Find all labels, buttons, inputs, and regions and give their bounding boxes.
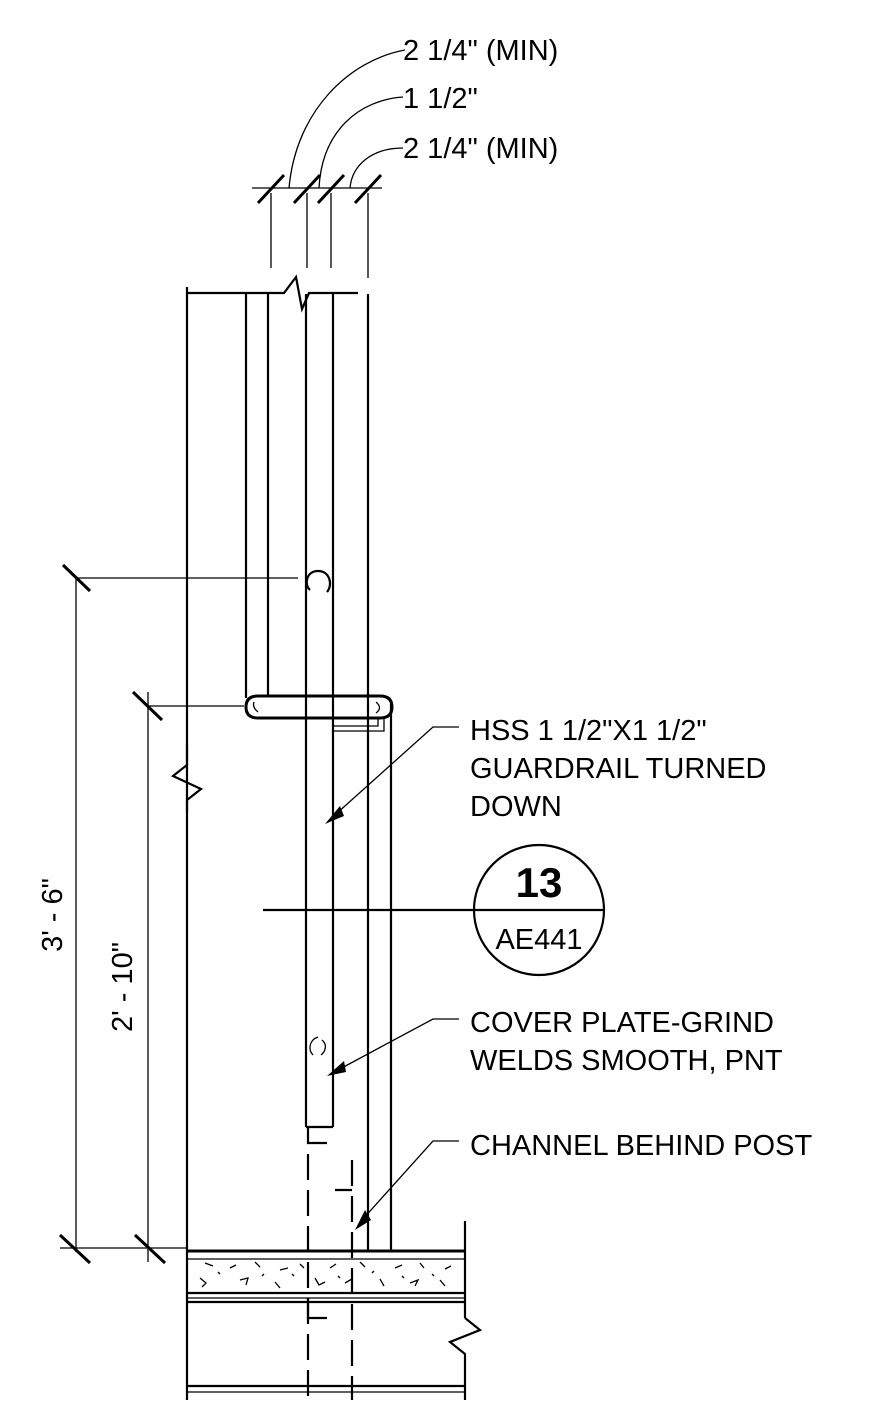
leader-channel [355,1140,459,1230]
floor-slab [187,1221,483,1400]
dimension-vertical-inner-label: 2' - 10" [107,942,139,1032]
note-guardrail-line-1: HSS 1 1/2"X1 1/2" [470,715,707,747]
vertical-dimension-outer [58,563,298,1265]
vertical-dimension-inner [131,690,244,1265]
dimension-top-right-label: 2 1/4" (MIN) [403,133,558,165]
leader-cover-plate [327,1018,459,1076]
section-marker [472,843,606,977]
post-members [244,294,393,1251]
note-guardrail-line-3: DOWN [470,791,562,823]
dimension-top-left-label: 2 1/4" (MIN) [403,35,558,67]
wall-outline [170,274,358,1400]
note-channel-line-1: CHANNEL BEHIND POST [470,1130,812,1162]
note-cover-plate-line-2: WELDS SMOOTH, PNT [470,1045,783,1077]
section-marker-number: 13 [516,859,563,906]
note-cover-plate-line-1: COVER PLATE-GRIND [470,1007,774,1039]
guardrail-top-cap [305,569,332,593]
note-guardrail-line-2: GUARDRAIL TURNED [470,753,767,785]
section-marker-sheet: AE441 [495,924,582,956]
weld-marks [309,1036,327,1056]
top-dimension-string [252,49,406,278]
leader-guardrail [325,726,459,824]
horizontal-rail [244,694,394,732]
dimension-vertical-outer-label: 3' - 6" [37,878,69,952]
channel-behind-post [306,1127,354,1400]
dimension-top-middle-label: 1 1/2" [403,83,478,115]
